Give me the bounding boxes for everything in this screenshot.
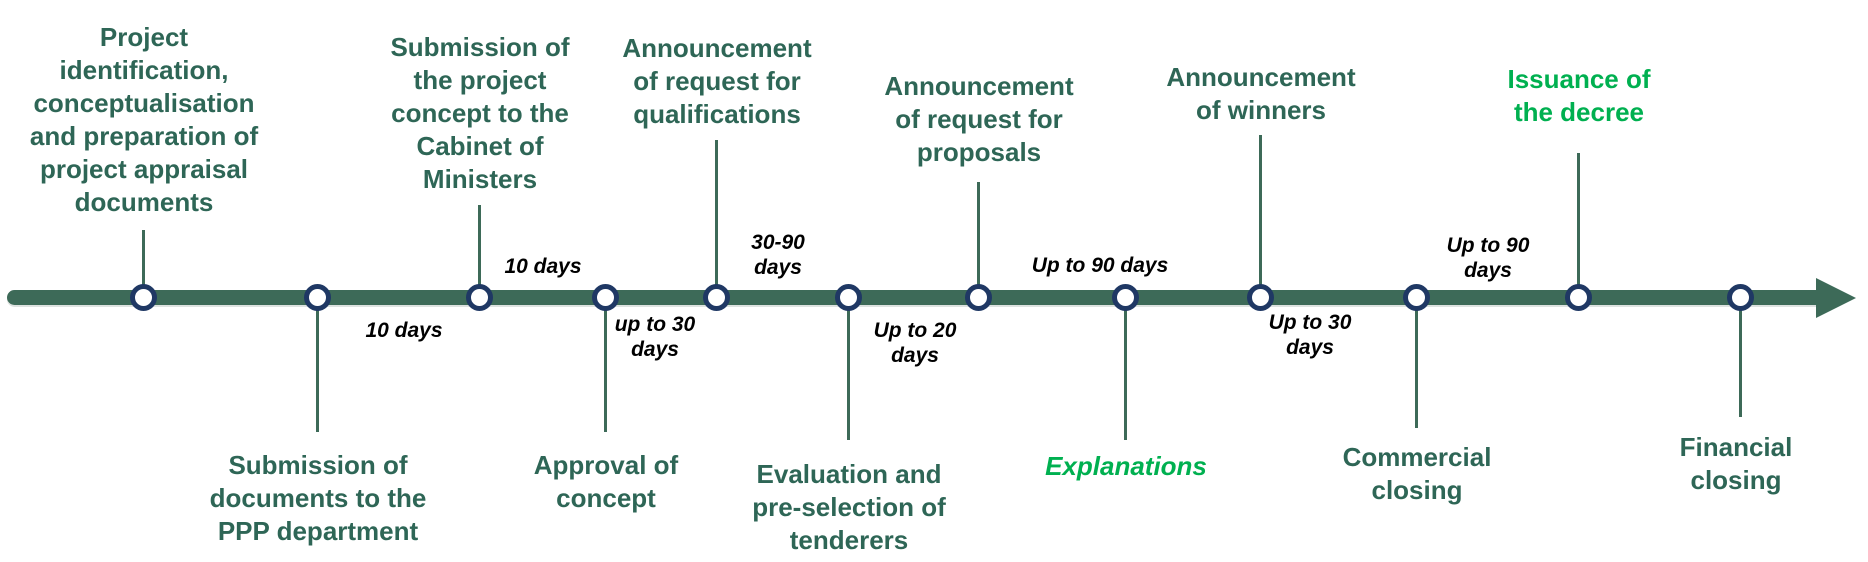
connector-line: [316, 304, 319, 432]
timeline-node: [1727, 284, 1754, 311]
connector-line: [715, 140, 718, 292]
event-announcement-rfq: Announcement of request for qualificatio…: [622, 33, 812, 129]
event-evaluation-preselection: Evaluation and pre-selection of tenderer…: [752, 459, 946, 555]
timeline-node: [1247, 284, 1274, 311]
timeline-node: [466, 284, 493, 311]
event-approval-of-concept: Approval of concept: [533, 450, 679, 513]
event-financial-closing: Financial closing: [1679, 432, 1793, 495]
event-project-identification: Project identification, conceptualisatio…: [29, 22, 259, 217]
duration-label-7: Up to 30 days: [1268, 311, 1352, 359]
connector-line: [1415, 304, 1418, 428]
duration-label-6: Up to 90 days: [1031, 254, 1169, 277]
connector-line: [1259, 135, 1262, 292]
event-issuance-decree: Issuance of the decree: [1507, 64, 1651, 127]
timeline-node: [1112, 284, 1139, 311]
duration-label-2: 10 days: [504, 255, 582, 278]
connector-line: [1124, 304, 1127, 440]
duration-label-3: up to 30 days: [614, 313, 696, 361]
connector-line: [478, 205, 481, 292]
event-submission-to-ppp-department: Submission of documents to the PPP depar…: [209, 450, 427, 546]
duration-label-1: 10 days: [365, 319, 443, 342]
event-explanations: Explanations: [1045, 451, 1207, 481]
event-announcement-rfp: Announcement of request for proposals: [884, 71, 1074, 167]
duration-label-5: Up to 20 days: [873, 319, 957, 367]
connector-line: [1739, 304, 1742, 417]
timeline-node: [592, 284, 619, 311]
duration-label-4: 30-90 days: [751, 231, 805, 279]
timeline-node: [1565, 284, 1592, 311]
timeline-node: [835, 284, 862, 311]
timeline-node: [1403, 284, 1430, 311]
connector-line: [1577, 153, 1580, 292]
connector-line: [977, 182, 980, 292]
event-announcement-winners: Announcement of winners: [1166, 62, 1356, 125]
timeline-node: [965, 284, 992, 311]
connector-line: [847, 304, 850, 440]
event-submission-concept-cabinet: Submission of the project concept to the…: [390, 32, 570, 194]
timeline-node: [304, 284, 331, 311]
timeline-node: [130, 284, 157, 311]
connector-line: [604, 304, 607, 432]
duration-label-8: Up to 90 days: [1446, 234, 1530, 282]
timeline-node: [703, 284, 730, 311]
connector-line: [142, 230, 145, 292]
event-commercial-closing: Commercial closing: [1342, 442, 1492, 505]
timeline-bar: [7, 290, 1819, 305]
arrow-right-icon: [1816, 278, 1856, 318]
